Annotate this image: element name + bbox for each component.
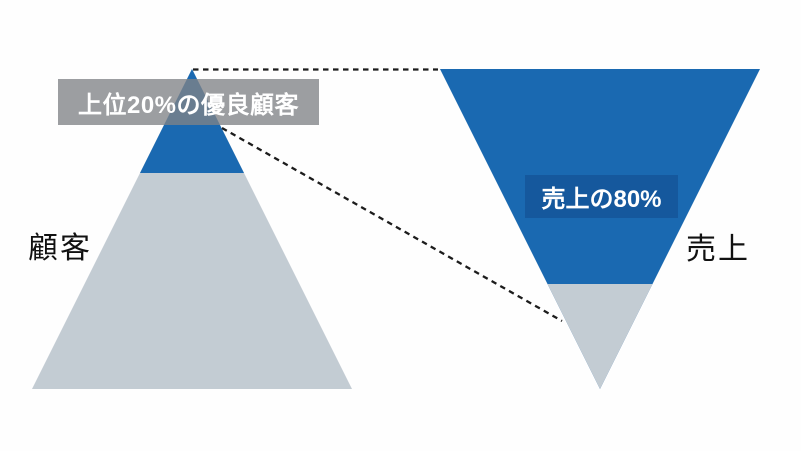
sales-funnel-80-segment [440, 69, 760, 389]
customers-side-label: 顧客 [28, 232, 92, 265]
sales-share-callout-label: 売上の80% [541, 186, 662, 213]
top-customers-callout: 上位20%の優良顧客 [58, 79, 319, 125]
projection-dash-diagonal [221, 126, 563, 323]
sales-funnel-remainder-segment [547, 284, 653, 389]
sales-side-label: 売上 [686, 233, 750, 266]
sales-share-callout: 売上の80% [525, 175, 678, 218]
top-customers-callout-label: 上位20%の優良顧客 [77, 91, 300, 119]
customers-pyramid-shape [32, 69, 352, 389]
